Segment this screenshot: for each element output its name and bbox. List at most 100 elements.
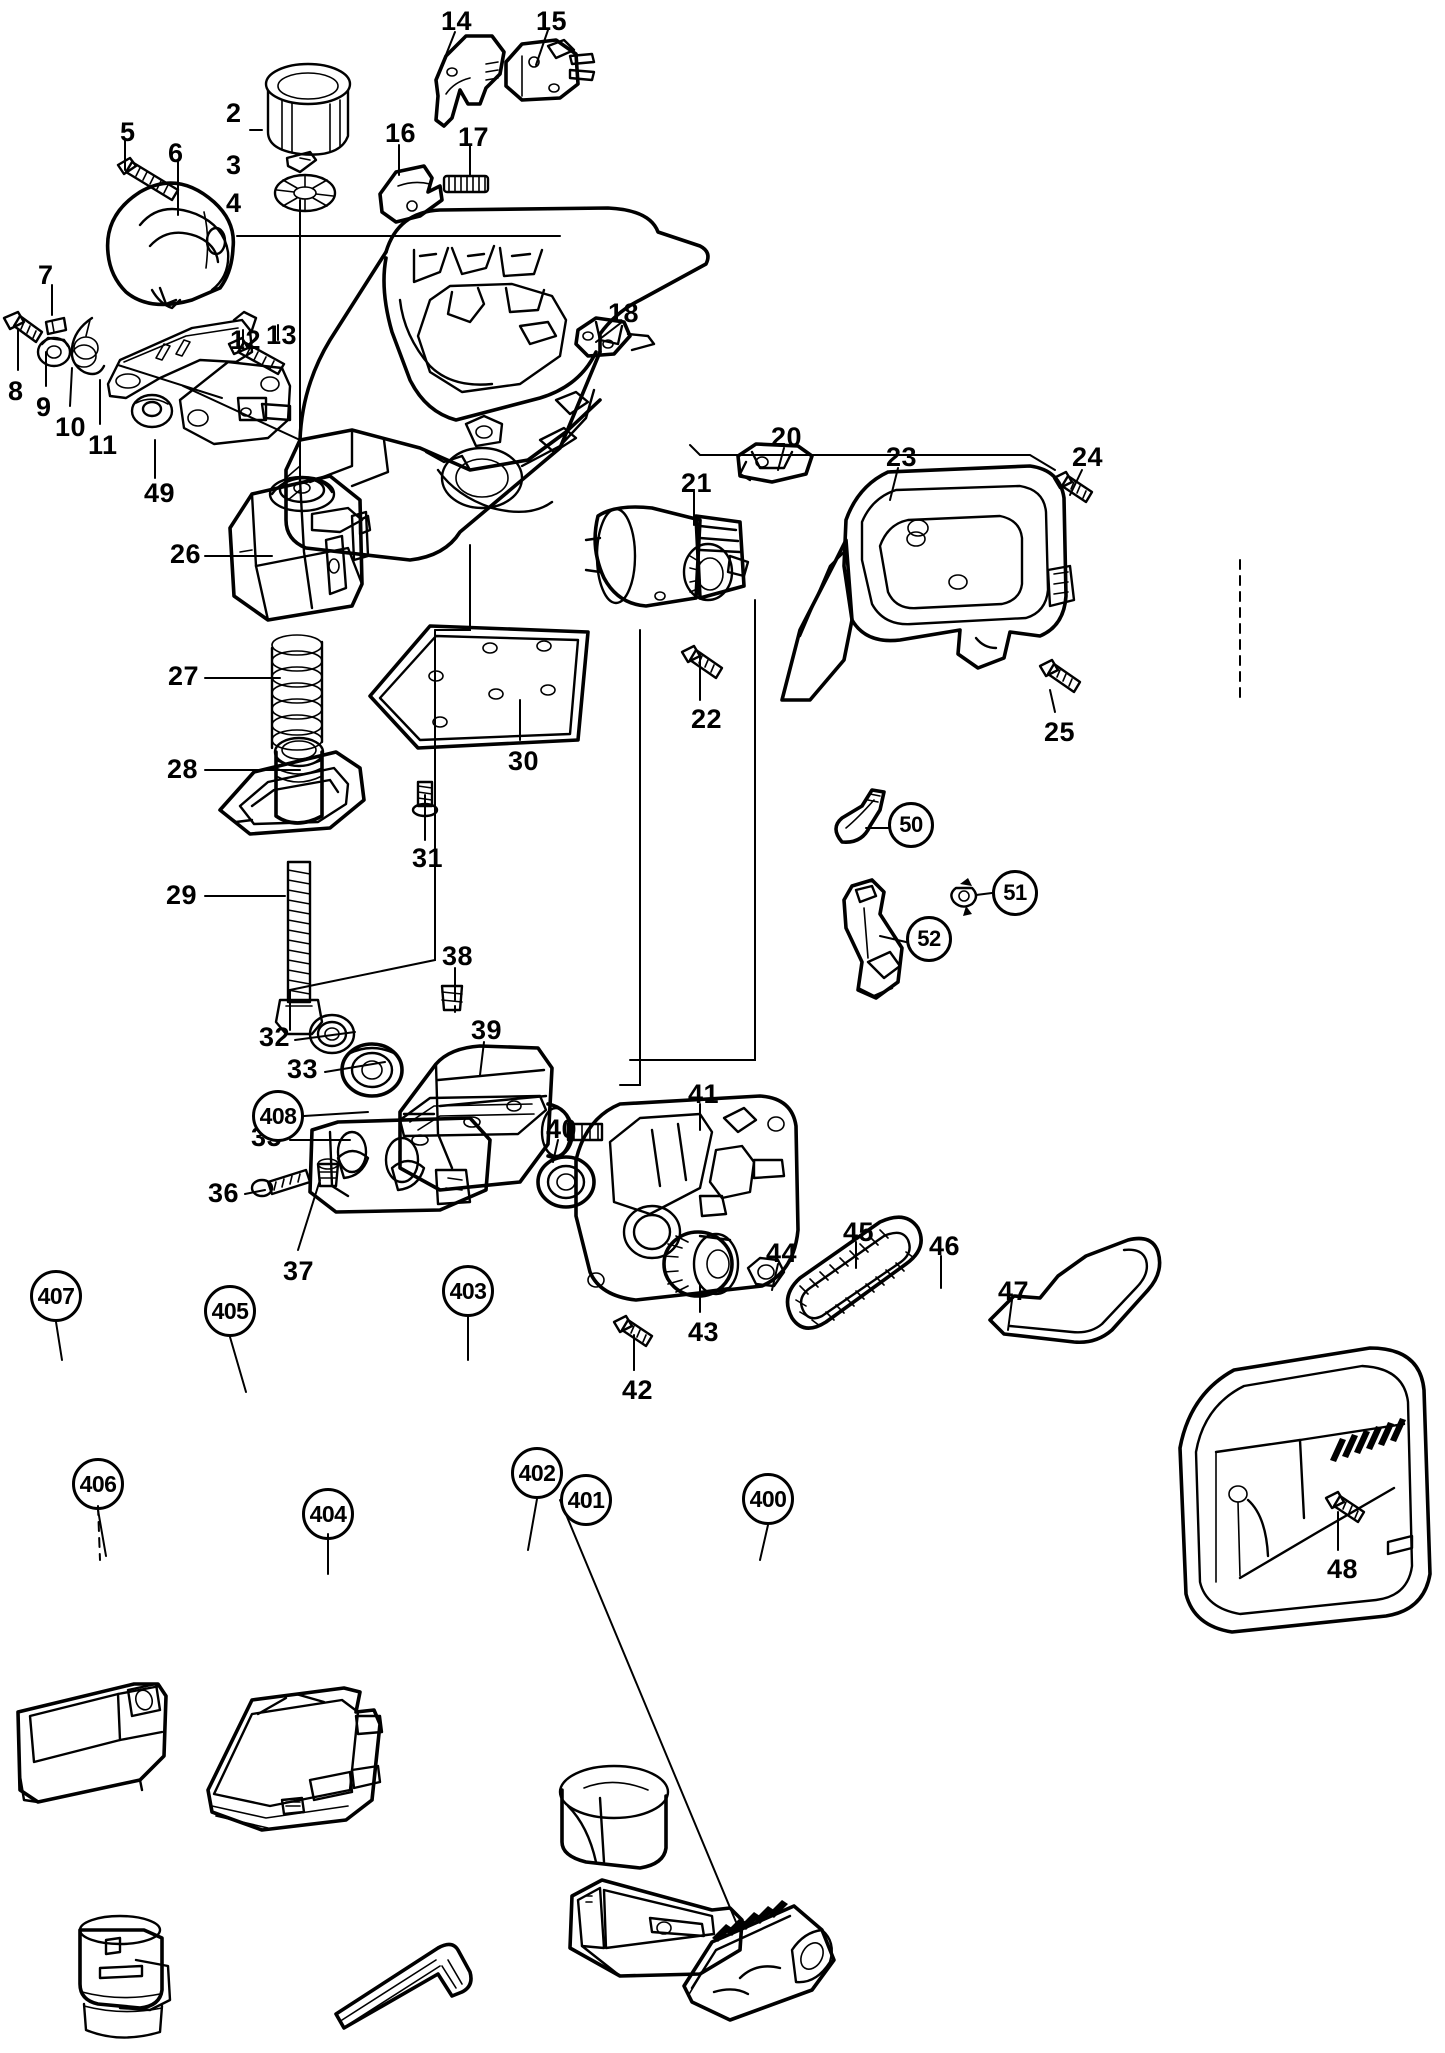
callout-49: 49 — [144, 478, 176, 508]
callout-2: 2 — [226, 98, 242, 128]
callout-40: 40 — [546, 1114, 578, 1144]
circled-callout-401: 401 — [560, 1474, 612, 1526]
part-18-terminal-connector — [574, 316, 656, 358]
callout-4: 4 — [226, 188, 242, 218]
part-24-tapping-screw — [1052, 470, 1094, 504]
callout-23: 23 — [886, 442, 918, 472]
callout-39: 39 — [471, 1015, 503, 1045]
part-37-set-screw — [316, 1158, 340, 1188]
callout-5: 5 — [120, 117, 136, 147]
circled-callout-400: 400 — [742, 1473, 794, 1525]
main-housing-body — [284, 206, 710, 562]
part-7-sleeve-bushing — [44, 316, 68, 336]
callout-47: 47 — [998, 1276, 1030, 1306]
part-45-timing-belt — [785, 1215, 923, 1330]
circled-callout-404: 404 — [302, 1488, 354, 1540]
callout-21: 21 — [681, 468, 713, 498]
callout-3: 3 — [226, 150, 242, 180]
part-22-machine-screw — [680, 644, 724, 680]
callout-44: 44 — [766, 1238, 798, 1268]
callout-11: 11 — [88, 430, 118, 460]
part-39-cutter-drum — [398, 1044, 604, 1192]
part-16-lock-off-lever — [378, 164, 444, 224]
callout-42: 42 — [622, 1375, 654, 1405]
part-17-compression-spring — [442, 174, 490, 194]
circled-callout-51: 51 — [992, 870, 1038, 916]
part-49-flanged-bushing — [130, 393, 174, 429]
part-12-pan-head-screw — [227, 336, 286, 376]
part-47-belt-cover — [1178, 1346, 1432, 1634]
part-52-blade-setting-gauge — [842, 878, 904, 1000]
callout-16: 16 — [385, 118, 417, 148]
part-40-ball-bearing — [536, 1155, 596, 1209]
callout-9: 9 — [36, 392, 52, 422]
callout-46: 46 — [929, 1231, 961, 1261]
part-13-link-plate — [178, 360, 292, 446]
part-27-compression-spring — [270, 634, 324, 751]
callout-7: 7 — [38, 260, 54, 290]
part-404-hex-wrench — [334, 1942, 473, 2030]
part-400-grease-tube — [682, 1900, 836, 2022]
part-15-switch-block — [504, 38, 596, 102]
part-11-lever-bracket — [106, 310, 258, 400]
callout-18: 18 — [608, 298, 640, 328]
callout-45: 45 — [843, 1217, 875, 1247]
part-3-flat-key — [285, 150, 318, 174]
callout-25: 25 — [1044, 717, 1076, 747]
callout-48: 48 — [1327, 1554, 1359, 1584]
makita-logo-tube — [712, 1900, 788, 1942]
part-4-rosette-washer — [273, 173, 337, 213]
part-35-blade-drum-guard — [308, 1116, 492, 1214]
circled-callout-52: 52 — [906, 916, 952, 962]
part-28-depth-knob-base — [218, 736, 366, 836]
circled-callout-50: 50 — [888, 802, 934, 848]
callout-43: 43 — [688, 1317, 720, 1347]
part-42-pan-head-screw — [612, 1314, 654, 1348]
part-10-torsion-spring — [70, 316, 106, 376]
part-41-gear-housing — [574, 1094, 800, 1302]
circled-callout-402: 402 — [511, 1447, 563, 1499]
callout-13: 13 — [266, 320, 298, 350]
part-402-401-edge-fence-guide — [568, 1878, 744, 1978]
part-50-knob-handle — [834, 788, 886, 844]
callout-24: 24 — [1072, 442, 1104, 472]
part-48-tapping-screw — [1324, 1490, 1366, 1524]
makita-logo-cover — [1330, 1418, 1406, 1462]
part-23-handle-housing — [780, 464, 1076, 702]
part-36-hex-socket-bolt — [250, 1168, 312, 1198]
part-43-timing-pulley — [662, 1230, 740, 1298]
part-46-belt-guide — [988, 1236, 1162, 1345]
callout-28: 28 — [167, 754, 199, 784]
part-6-chip-cover — [105, 181, 236, 310]
part-51-thumb-screw — [950, 878, 978, 916]
part-21-dc-motor — [584, 505, 750, 608]
callout-10: 10 — [55, 412, 87, 442]
callout-6: 6 — [168, 138, 184, 168]
part-26-front-base-shoe — [228, 474, 372, 622]
callout-22: 22 — [691, 704, 723, 734]
part-408-blade-set-plate — [398, 1094, 548, 1138]
callout-17: 17 — [458, 122, 490, 152]
callout-27: 27 — [168, 661, 200, 691]
part-30-rear-base-plate — [368, 624, 590, 750]
callout-38: 38 — [442, 941, 474, 971]
part-33-ball-bearing — [340, 1042, 404, 1098]
part-25-tapping-screw — [1038, 658, 1082, 694]
callout-15: 15 — [536, 6, 568, 36]
part-38-set-screw — [440, 984, 464, 1012]
part-44-hex-nut — [746, 1256, 786, 1288]
callout-31: 31 — [412, 843, 444, 873]
part-406-battery-cartridge — [78, 1914, 172, 2039]
circled-callout-403: 403 — [442, 1265, 494, 1317]
part-32-rubber-ring — [308, 1013, 356, 1055]
callout-12: 12 — [230, 325, 262, 355]
circled-callout-406: 406 — [72, 1458, 124, 1510]
callout-33: 33 — [287, 1054, 319, 1084]
part-9-flanged-collar — [36, 336, 72, 368]
part-31-pan-head-screw — [411, 780, 439, 818]
callout-8: 8 — [8, 376, 24, 406]
callout-41: 41 — [688, 1079, 720, 1109]
circled-callout-405: 405 — [204, 1285, 256, 1337]
callout-29: 29 — [166, 880, 198, 910]
